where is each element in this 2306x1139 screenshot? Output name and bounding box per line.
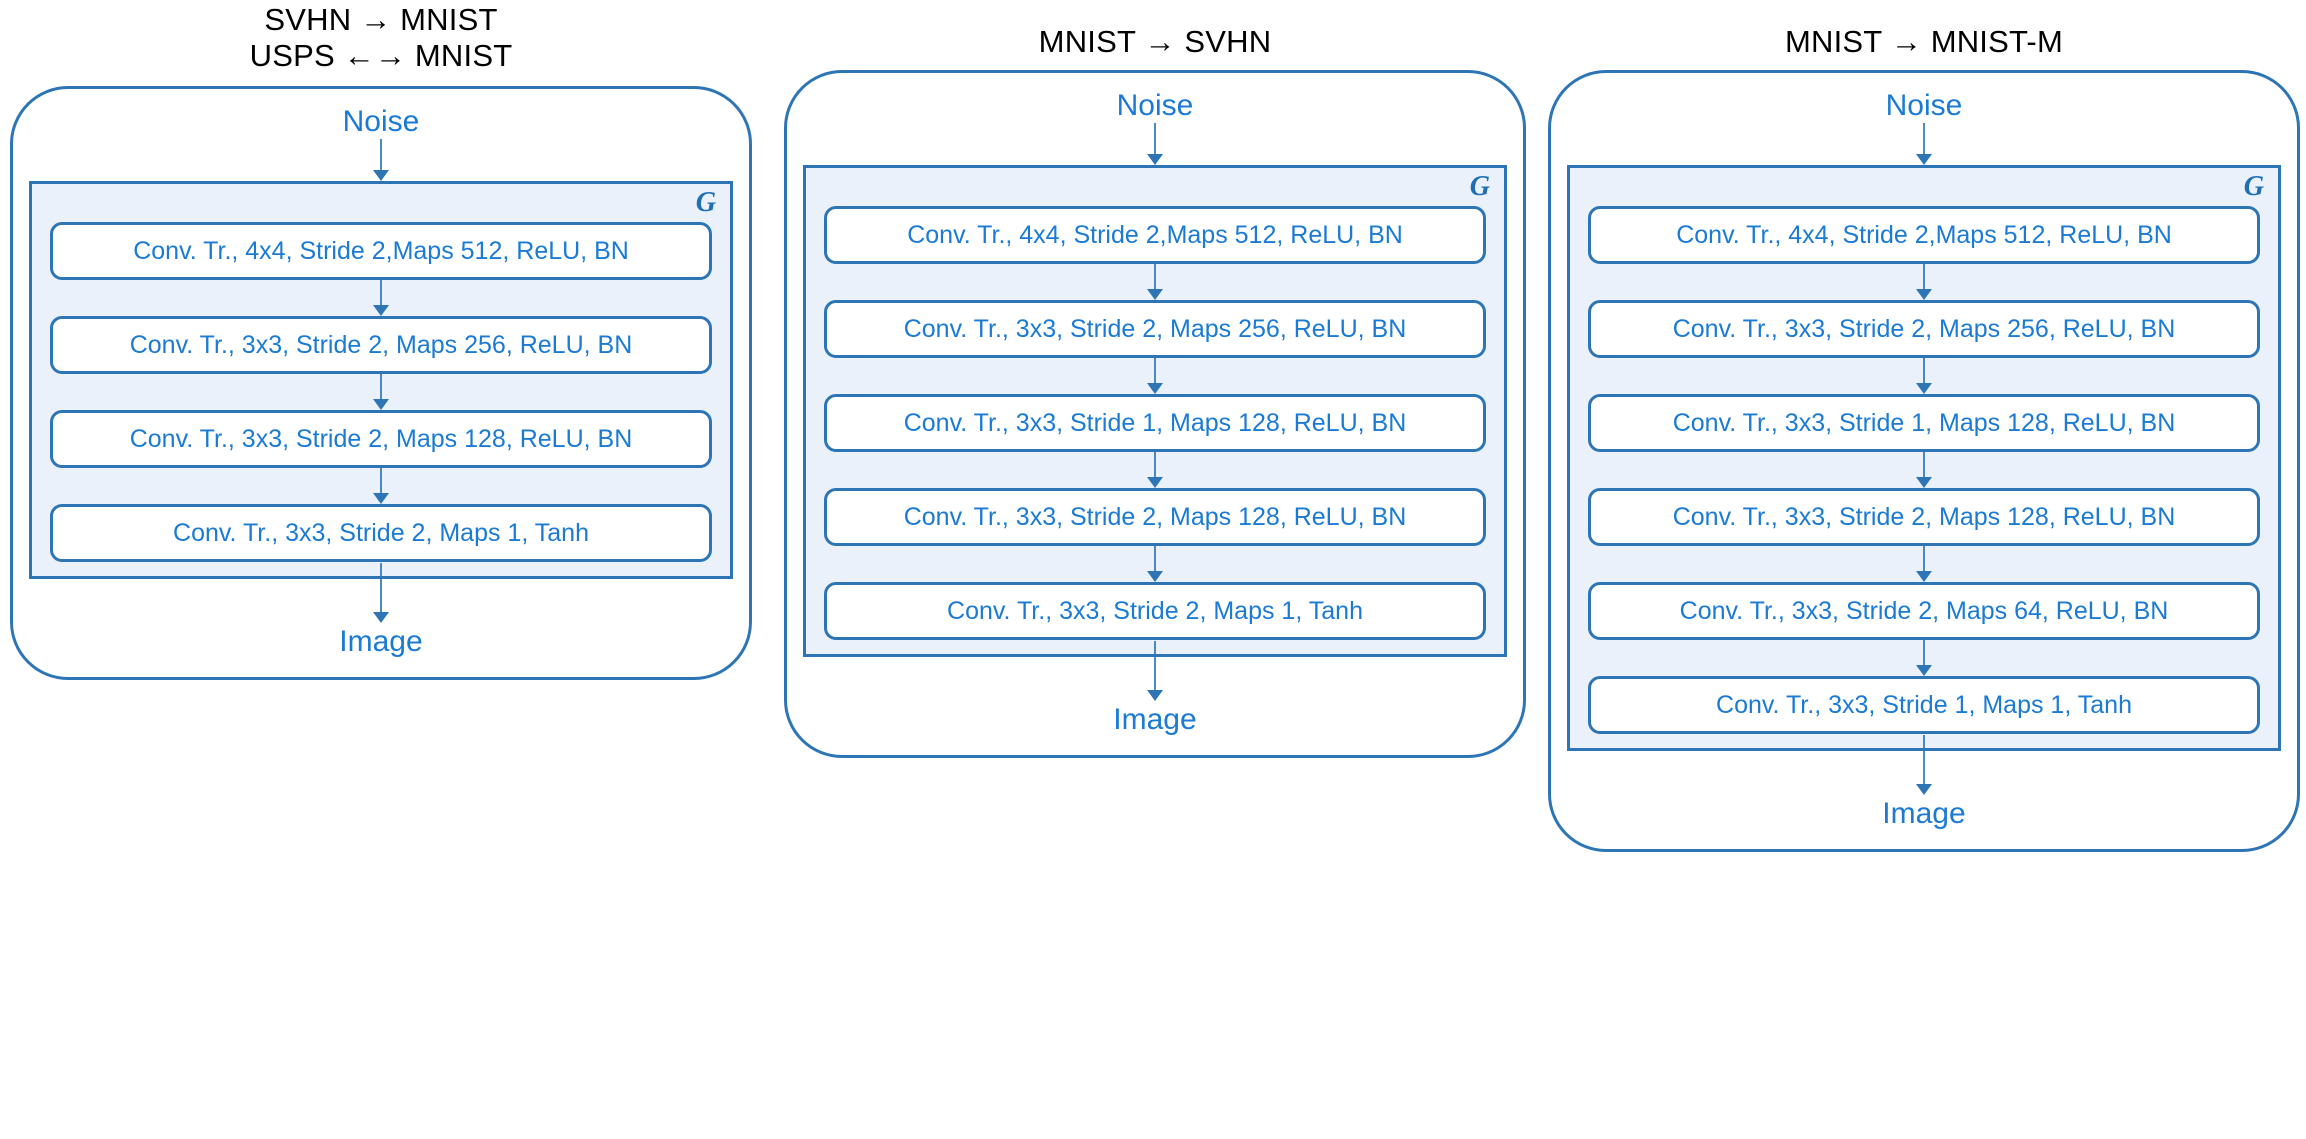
arrow-head-icon <box>1916 154 1932 165</box>
layer-connector-arrow <box>824 264 1486 300</box>
layer-connector-arrow <box>824 546 1486 582</box>
layer-connector-arrow <box>1588 640 2260 676</box>
generator-block: G Conv. Tr., 4x4, Stride 2,Maps 512, ReLU… <box>1567 165 2281 751</box>
conv-layer-box[interactable]: Conv. Tr., 4x4, Stride 2,Maps 512, ReLU,… <box>824 206 1486 264</box>
arrow-line <box>1923 452 1925 479</box>
noise-to-generator-arrow <box>787 123 1523 165</box>
generator-symbol-label: G <box>1469 171 1490 202</box>
arrow-head-icon <box>373 305 389 316</box>
arrow-line <box>380 139 382 172</box>
layer-connector-arrow <box>824 452 1486 488</box>
noise-to-generator-arrow <box>13 139 749 181</box>
panel-title: MNIST → MNIST-M <box>1785 24 2063 59</box>
arrow-head-icon <box>373 612 389 623</box>
noise-to-generator-arrow <box>1551 123 2297 165</box>
arrow-head-icon <box>1916 383 1932 394</box>
noise-input-label: Noise <box>1116 89 1194 122</box>
arrow-line <box>1923 640 1925 667</box>
arrow-head-icon <box>373 493 389 504</box>
layer-connector-arrow <box>1588 358 2260 394</box>
generator-to-image-arrow <box>1551 735 2297 795</box>
arrow-head-icon <box>1916 665 1932 676</box>
arrow-line <box>1154 123 1156 156</box>
image-output-label: Image <box>339 625 423 658</box>
generator-symbol-label: G <box>2243 171 2264 202</box>
layer-connector-arrow <box>50 468 712 504</box>
generator-block: G Conv. Tr., 4x4, Stride 2,Maps 512, ReLU… <box>803 165 1507 657</box>
conv-layer-box[interactable]: Conv. Tr., 4x4, Stride 2,Maps 512, ReLU,… <box>1588 206 2260 264</box>
layer-connector-arrow <box>1588 546 2260 582</box>
arrow-line <box>1923 735 1925 784</box>
generator-block: G Conv. Tr., 4x4, Stride 2,Maps 512, ReLU… <box>29 181 733 579</box>
generator-header-spacer <box>824 176 1486 206</box>
arrow-line <box>1154 452 1156 479</box>
arrow-line <box>380 374 382 401</box>
conv-layer-box[interactable]: Conv. Tr., 3x3, Stride 2, Maps 256, ReLU… <box>1588 300 2260 358</box>
layer-connector-arrow <box>1588 264 2260 300</box>
layer-connector-arrow <box>50 374 712 410</box>
noise-input-label: Noise <box>342 105 420 138</box>
arrow-head-icon <box>1916 784 1932 795</box>
conv-layer-box[interactable]: Conv. Tr., 3x3, Stride 2, Maps 64, ReLU,… <box>1588 582 2260 640</box>
arrow-head-icon <box>1147 477 1163 488</box>
arrow-line <box>1923 546 1925 573</box>
conv-layer-box[interactable]: Conv. Tr., 4x4, Stride 2,Maps 512, ReLU,… <box>50 222 712 280</box>
arrow-head-icon <box>1916 477 1932 488</box>
arrow-head-icon <box>373 399 389 410</box>
layer-connector-arrow <box>1588 452 2260 488</box>
arrow-head-icon <box>1147 690 1163 701</box>
arrow-head-icon <box>1147 571 1163 582</box>
panel-title: MNIST → SVHN <box>1038 24 1272 59</box>
arrow-head-icon <box>1147 289 1163 300</box>
layer-connector-arrow <box>50 280 712 316</box>
conv-layer-box[interactable]: Conv. Tr., 3x3, Stride 2, Maps 1, Tanh <box>50 504 712 562</box>
arrow-line <box>1154 264 1156 291</box>
noise-input-label: Noise <box>1885 89 1963 122</box>
arrow-line <box>380 563 382 612</box>
arrow-head-icon <box>373 170 389 181</box>
generator-to-image-arrow <box>13 563 749 623</box>
arrow-line <box>380 280 382 307</box>
conv-layer-box[interactable]: Conv. Tr., 3x3, Stride 1, Maps 128, ReLU… <box>1588 394 2260 452</box>
conv-layer-box[interactable]: Conv. Tr., 3x3, Stride 2, Maps 1, Tanh <box>824 582 1486 640</box>
arrow-head-icon <box>1147 383 1163 394</box>
arrow-line <box>1154 546 1156 573</box>
arrow-line <box>1154 641 1156 690</box>
conv-layer-box[interactable]: Conv. Tr., 3x3, Stride 1, Maps 128, ReLU… <box>824 394 1486 452</box>
arrow-line <box>1923 123 1925 156</box>
conv-layer-box[interactable]: Conv. Tr., 3x3, Stride 2, Maps 256, ReLU… <box>50 316 712 374</box>
generator-header-spacer <box>50 192 712 222</box>
arrow-head-icon <box>1916 571 1932 582</box>
arrow-line <box>1923 358 1925 385</box>
arrow-head-icon <box>1147 154 1163 165</box>
generator-header-spacer <box>1588 176 2260 206</box>
arrow-line <box>1154 358 1156 385</box>
arrow-head-icon <box>1916 289 1932 300</box>
conv-layer-box[interactable]: Conv. Tr., 3x3, Stride 2, Maps 256, ReLU… <box>824 300 1486 358</box>
image-output-label: Image <box>1882 797 1966 830</box>
generator-to-image-arrow <box>787 641 1523 701</box>
panel-title: SVHN → MNIST USPS ←→ MNIST <box>249 2 513 73</box>
conv-layer-box[interactable]: Conv. Tr., 3x3, Stride 1, Maps 1, Tanh <box>1588 676 2260 734</box>
arrow-line <box>1923 264 1925 291</box>
generator-symbol-label: G <box>695 187 716 218</box>
layer-connector-arrow <box>824 358 1486 394</box>
conv-layer-box[interactable]: Conv. Tr., 3x3, Stride 2, Maps 128, ReLU… <box>824 488 1486 546</box>
conv-layer-box[interactable]: Conv. Tr., 3x3, Stride 2, Maps 128, ReLU… <box>1588 488 2260 546</box>
image-output-label: Image <box>1113 703 1197 736</box>
conv-layer-box[interactable]: Conv. Tr., 3x3, Stride 2, Maps 128, ReLU… <box>50 410 712 468</box>
arrow-line <box>380 468 382 495</box>
